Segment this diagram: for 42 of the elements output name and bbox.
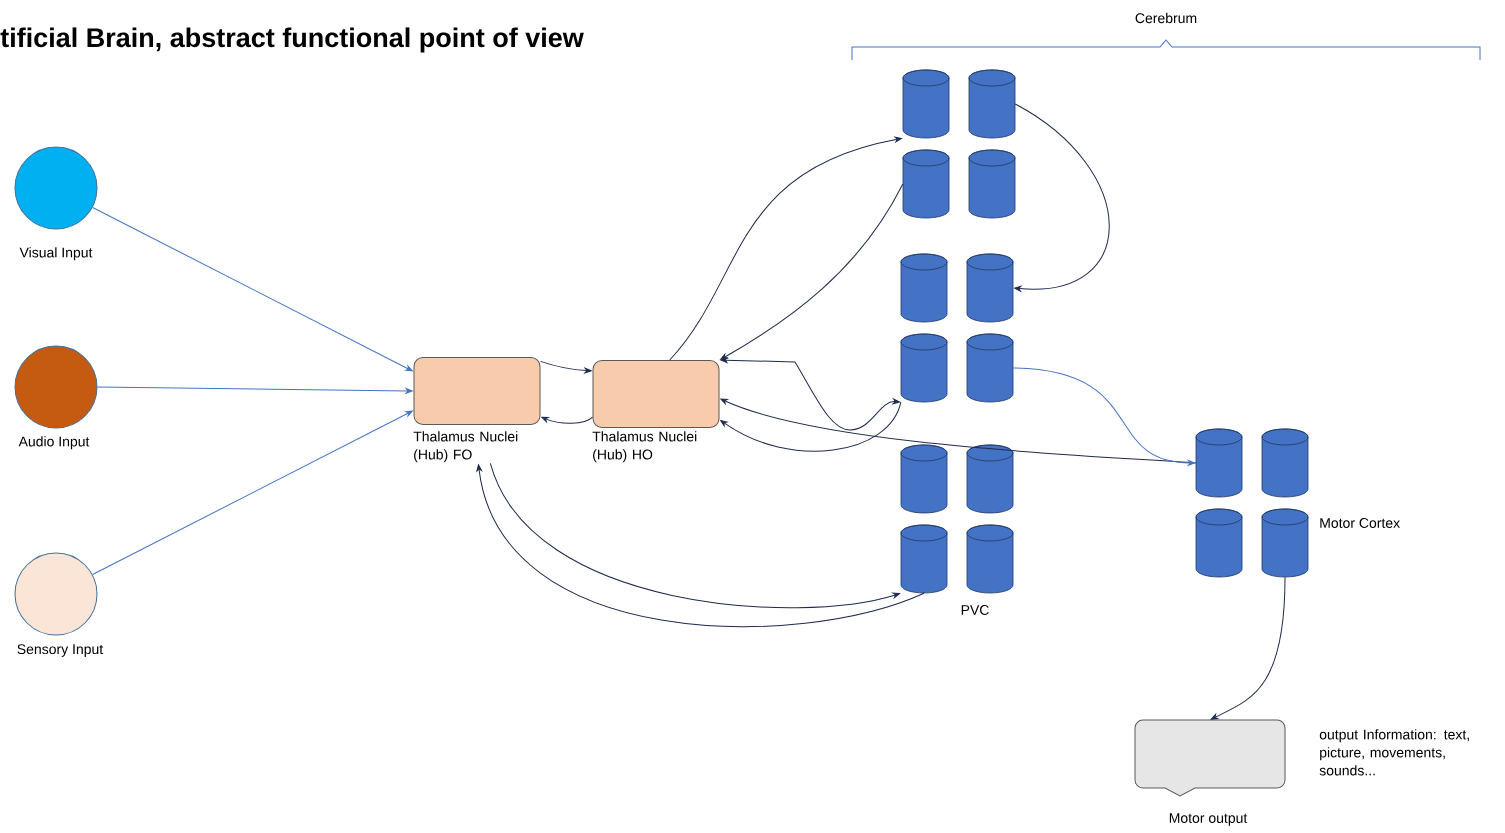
cylinder bbox=[1261, 508, 1309, 578]
title: tificial Brain, abstract functional point of view bbox=[0, 27, 584, 53]
cylinder bbox=[902, 69, 950, 139]
arrow bbox=[92, 410, 413, 575]
arrow bbox=[669, 136, 902, 361]
cylinder bbox=[1261, 428, 1309, 498]
group-label: PVC bbox=[961, 605, 989, 615]
arrow bbox=[720, 398, 1197, 464]
cylinder bbox=[900, 253, 948, 323]
arrow bbox=[541, 416, 593, 424]
arrow bbox=[720, 183, 904, 360]
node-label: Audio Input bbox=[18, 436, 90, 450]
cylinder bbox=[968, 69, 1016, 139]
cylinder bbox=[1195, 508, 1243, 578]
cylinder bbox=[1195, 428, 1243, 498]
arrow bbox=[1014, 103, 1110, 292]
node-label: Thalamus Nuclei (Hub) HO bbox=[592, 431, 697, 463]
node-label: Visual Input bbox=[19, 247, 93, 261]
arrow bbox=[489, 462, 900, 609]
note-text: output Information: text, picture, movements, sounds... bbox=[1319, 729, 1469, 776]
group-label: Cerebrum bbox=[1135, 12, 1197, 24]
arrow bbox=[1210, 576, 1286, 720]
cylinder bbox=[900, 333, 948, 403]
node-label: Thalamus Nuclei (Hub) FO bbox=[413, 431, 518, 463]
cylinder bbox=[902, 149, 950, 219]
cylinder bbox=[966, 524, 1014, 594]
cylinder bbox=[968, 149, 1016, 219]
arrow bbox=[720, 357, 900, 431]
arrow bbox=[97, 386, 413, 394]
cylinder bbox=[966, 253, 1014, 323]
node-label: Sensory Input bbox=[17, 644, 104, 657]
group-label: Motor Cortex bbox=[1320, 518, 1400, 528]
arrow bbox=[92, 206, 413, 372]
cylinder bbox=[900, 444, 948, 514]
arrow bbox=[1012, 367, 1195, 466]
arrow bbox=[540, 360, 592, 374]
arrow bbox=[720, 401, 902, 452]
cylinder bbox=[966, 333, 1014, 403]
arrow bbox=[476, 464, 925, 627]
node-label: Motor output bbox=[1169, 813, 1248, 826]
cylinder bbox=[900, 524, 948, 594]
cylinder bbox=[966, 444, 1014, 514]
